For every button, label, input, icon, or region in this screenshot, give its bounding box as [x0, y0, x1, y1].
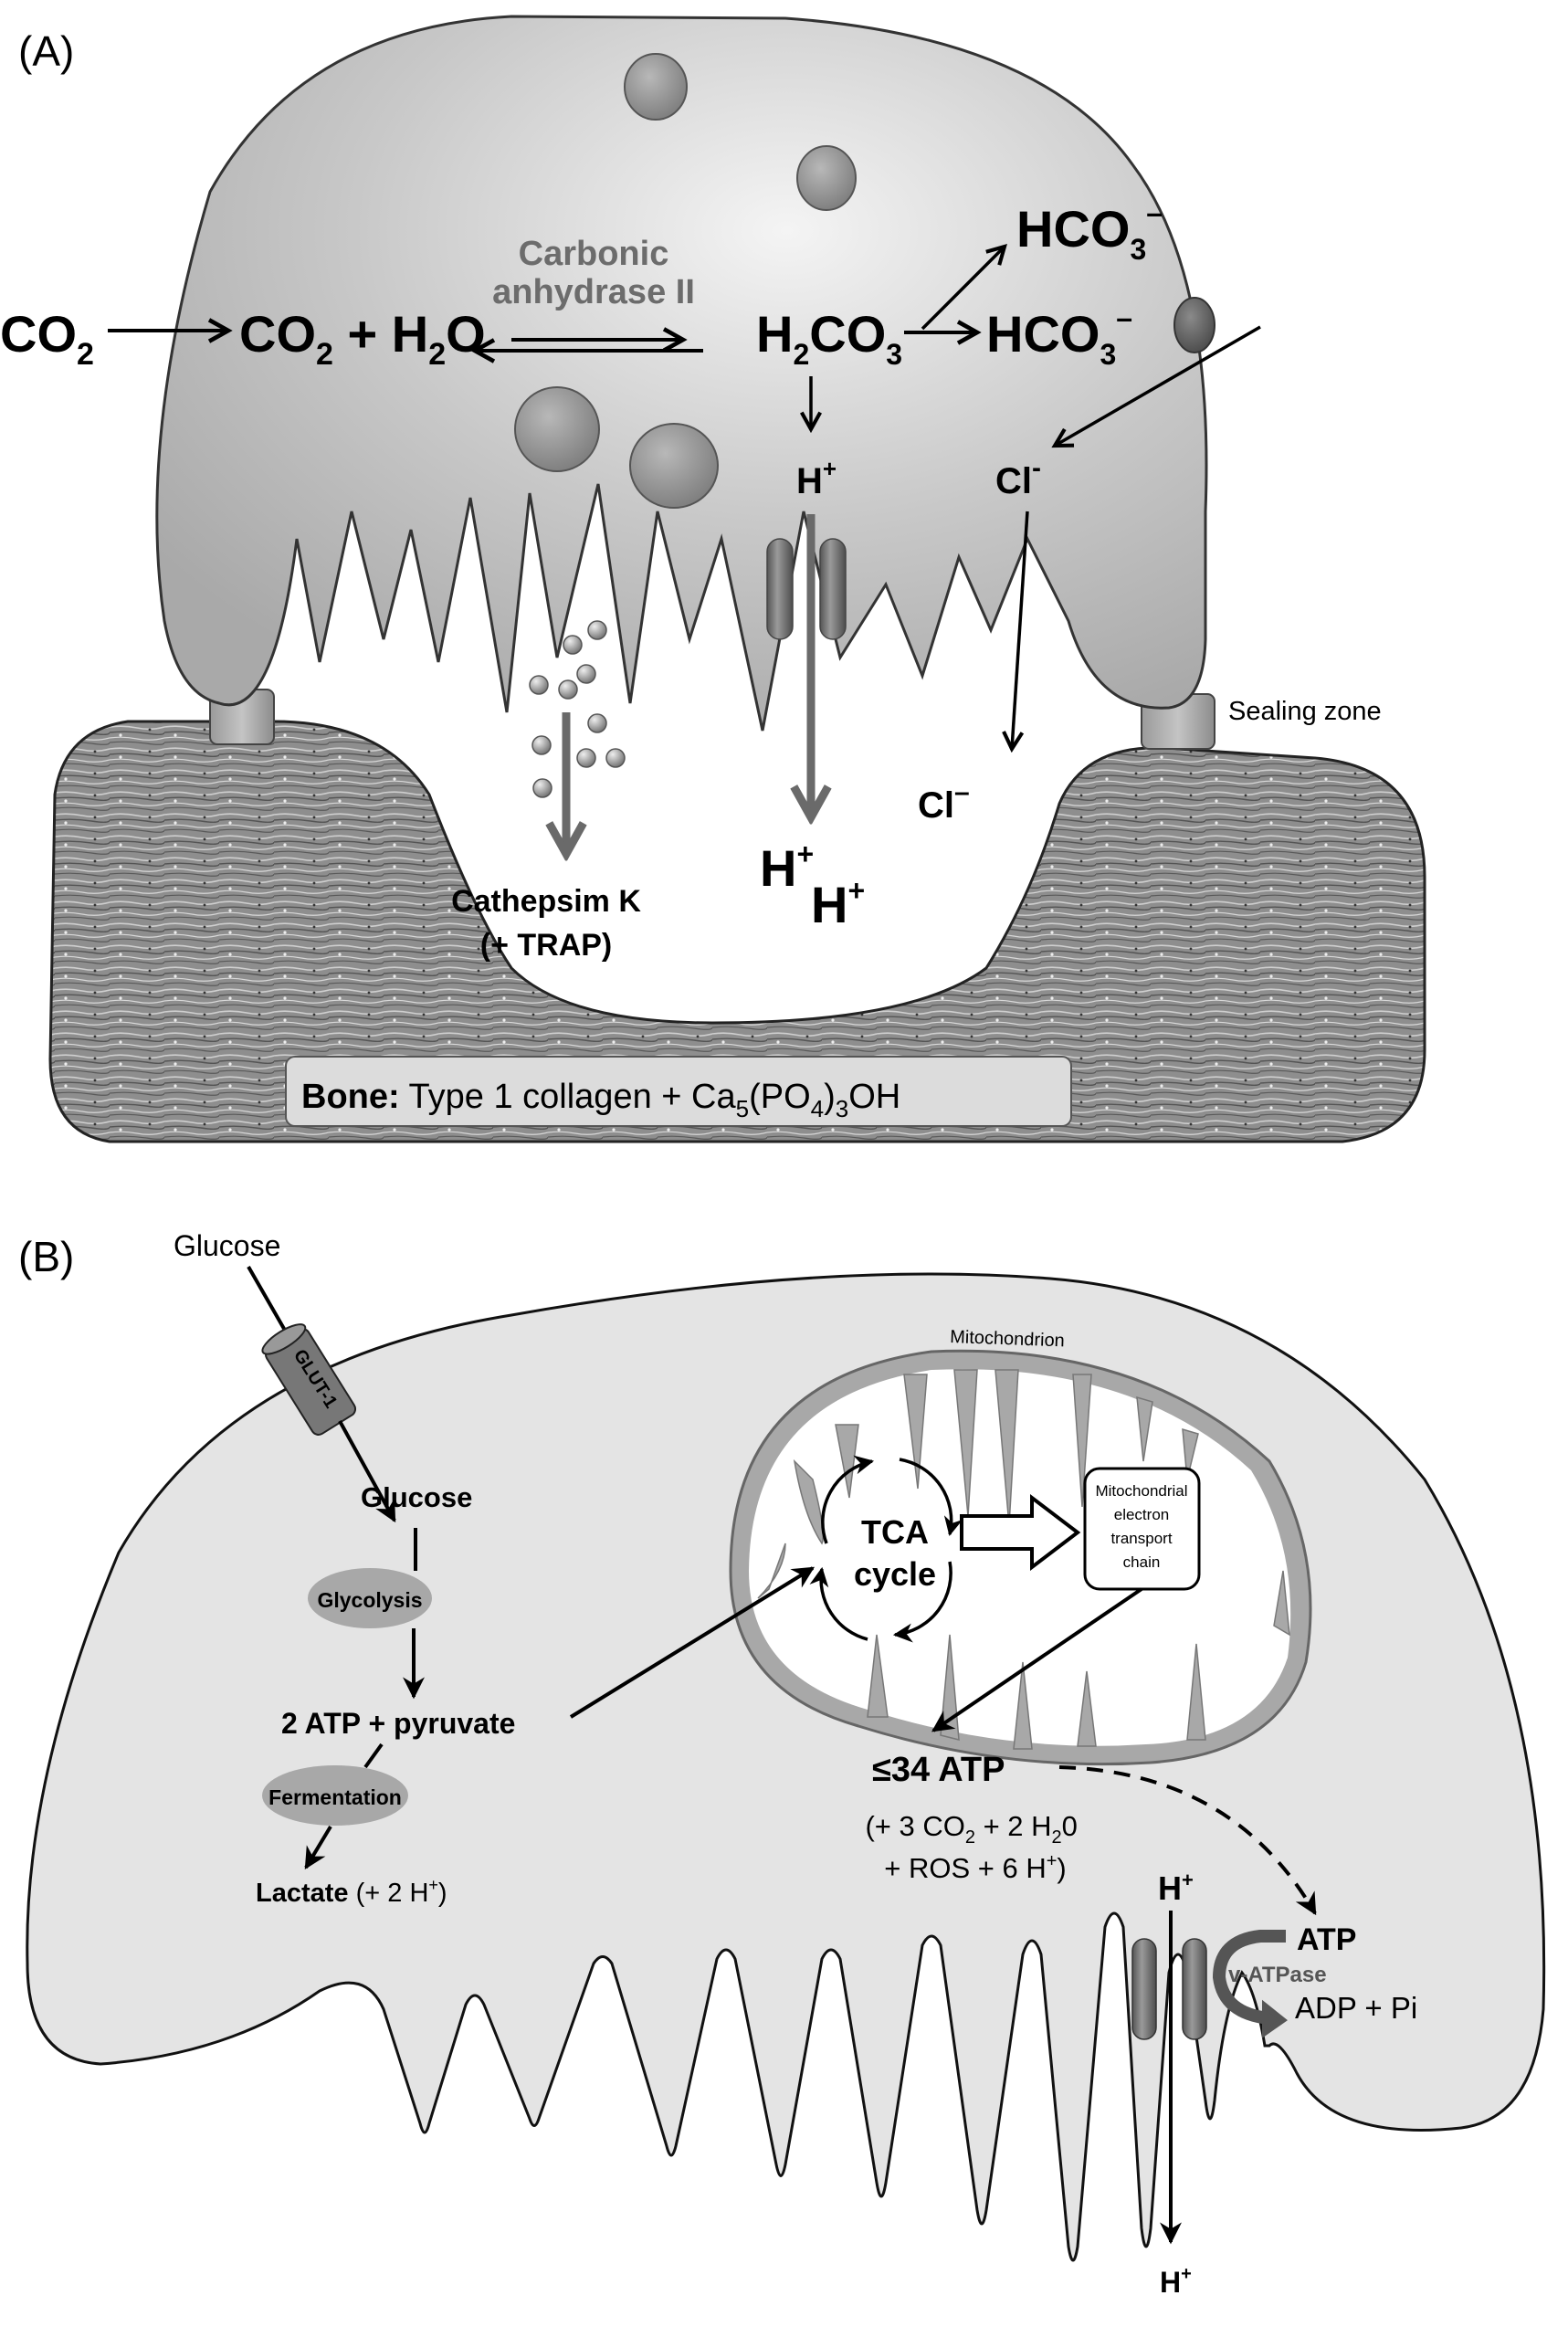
h2co3: H2CO3: [756, 305, 902, 371]
bone-matrix: [48, 720, 1426, 1143]
byproducts-label: (+ 3 CO2 + 2 H20 + ROS + 6 H+): [865, 1810, 1085, 1884]
v-atpase-subunit: [1182, 1938, 1207, 2040]
hco3-outside: HCO3–: [1016, 196, 1163, 266]
mitochondrion-label: Mitochondrion: [950, 1327, 1065, 1351]
vesicle: [514, 386, 600, 472]
fermentation-label: Fermentation: [268, 1785, 402, 1809]
glucose-outside: Glucose: [174, 1229, 280, 1262]
v-atpase-hydrolysis-arrow: [1212, 1930, 1286, 2025]
arrow-cl-out: [1012, 511, 1029, 749]
panel-b-label: (B): [18, 1233, 74, 1280]
vesicle: [629, 423, 719, 509]
anion-exchanger-icon: [1173, 297, 1215, 353]
cathepsin-beads: [529, 620, 626, 798]
atp-pyruvate: 2 ATP + pyruvate: [281, 1707, 515, 1740]
lactate-label: Lactate (+ 2 H+): [256, 1876, 447, 1908]
pyruvate-to-fermentation-line: [363, 1743, 384, 1769]
arrow-pyruvate-tca: [569, 1566, 816, 1719]
proton-pump-subunit: [766, 538, 794, 640]
v-atpase-label: v-ATPase: [1228, 1963, 1327, 1987]
proton-pump-subunit: [819, 538, 847, 640]
cathepsin-k-label: Cathepsim K(+ TRAP): [451, 884, 641, 963]
h-plus-cell: H+: [796, 455, 837, 501]
bone-label: Bone: Type 1 collagen + Ca5(PO4)3OH: [301, 1078, 900, 1122]
tca-cycle-ring: [809, 1455, 963, 1643]
co2-outside: CO2: [0, 305, 94, 372]
h-plus-top: H+: [1158, 1869, 1194, 1907]
vesicle: [796, 145, 857, 211]
sealing-zone-label: Sealing zone: [1228, 697, 1382, 726]
co2-h2o: CO2 + H2O: [239, 305, 486, 372]
osteoclast-cell-a: [155, 15, 1208, 732]
arrow-glut1-glucose: [338, 1420, 396, 1523]
v-atpase-subunit: [1131, 1938, 1157, 2040]
h-plus-lacuna-1: H+: [760, 837, 814, 897]
adp-pi-label: ADP + Pi: [1295, 1991, 1417, 2025]
glycolysis-node: [308, 1568, 432, 1628]
vesicle: [624, 53, 688, 121]
v-atpase-arrowhead-icon: [1262, 1999, 1289, 2038]
glycolysis-label: Glycolysis: [317, 1588, 422, 1612]
fermentation-node: [262, 1765, 408, 1826]
arrow-fermentation-lactate: [304, 1825, 332, 1870]
bone-label-box: [285, 1056, 1072, 1127]
h-plus-lacuna-2: H+: [811, 874, 865, 933]
panel-a-label: (A): [18, 27, 74, 75]
cl-lacuna: Cl–: [918, 777, 970, 826]
tca-to-etc-arrow: [960, 1493, 1081, 1572]
atp34-label: ≤34 ATP: [872, 1751, 1005, 1789]
arrow-cl-in: [1055, 325, 1261, 446]
hco3-inside: HCO3–: [986, 301, 1132, 371]
cl-inside: Cl-: [995, 453, 1041, 501]
arrow-hco3-out: [921, 247, 1005, 331]
mitochondrion-matrix: [749, 1369, 1291, 1746]
h-plus-bottom: H+: [1160, 2264, 1192, 2299]
arrow-etc-atp: [931, 1587, 1143, 1732]
electron-transport-chain-box: [1083, 1467, 1201, 1591]
atp-label: ATP: [1297, 1922, 1356, 1957]
glucose-inside: Glucose: [361, 1481, 472, 1513]
